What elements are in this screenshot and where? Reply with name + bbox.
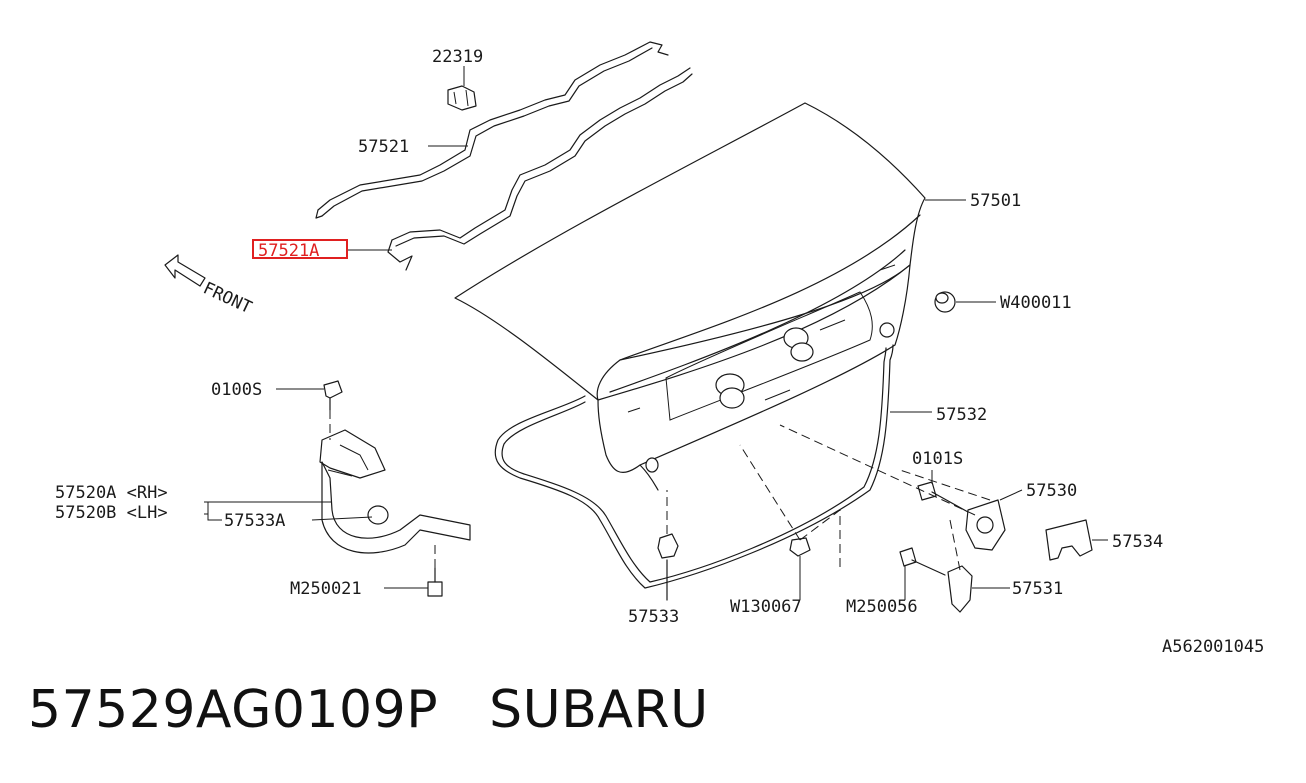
callout-57530[interactable]: 57530 (1026, 481, 1077, 501)
callout-w130067[interactable]: W130067 (730, 597, 802, 617)
trunk-lid-drawing (454, 102, 926, 491)
front-arrow: FRONT (164, 254, 255, 318)
callout-57531[interactable]: 57531 (1012, 579, 1063, 599)
torsion-bars-drawing (315, 41, 693, 271)
highlight-box-57521A (252, 239, 348, 259)
callout-0101s[interactable]: 0101S (912, 449, 963, 469)
callout-57533a[interactable]: 57533A (224, 511, 285, 531)
front-label: FRONT (200, 278, 255, 318)
clip-w130067-drawing (739, 444, 841, 570)
callout-57534[interactable]: 57534 (1112, 532, 1163, 552)
weatherstrip-drawing (494, 344, 894, 589)
hinge-drawing (319, 380, 471, 597)
callout-57520b[interactable]: 57520B <LH> (55, 503, 168, 523)
figure-code: A562001045 (1162, 637, 1264, 657)
latch-drawing (779, 424, 1006, 551)
callout-57521A[interactable]: 57521A (258, 241, 319, 261)
callout-w400011[interactable]: W400011 (1000, 293, 1072, 313)
callout-57521[interactable]: 57521 (358, 137, 409, 157)
callout-57532[interactable]: 57532 (936, 405, 987, 425)
bumper-57533-drawing (657, 490, 679, 601)
leader-lines (204, 66, 1108, 600)
striker-drawing (899, 519, 973, 613)
callout-labels: 22319 57521 57521A 57501 W400011 0100S 5… (55, 47, 1264, 657)
callout-57501[interactable]: 57501 (970, 191, 1021, 211)
callout-m250021[interactable]: M250021 (290, 579, 362, 599)
callout-0100s[interactable]: 0100S (211, 380, 262, 400)
part-title: 57529AG0109P SUBARU (28, 680, 709, 740)
callout-57533[interactable]: 57533 (628, 607, 679, 627)
cover-57534-drawing (1045, 519, 1093, 561)
callout-22319[interactable]: 22319 (432, 47, 483, 67)
callout-57520a[interactable]: 57520A <RH> (55, 483, 168, 503)
part-number: 57529AG0109P (28, 680, 439, 740)
brand-name: SUBARU (489, 680, 709, 740)
callout-m250056[interactable]: M250056 (846, 597, 918, 617)
grommet-w400011-drawing (934, 291, 956, 313)
